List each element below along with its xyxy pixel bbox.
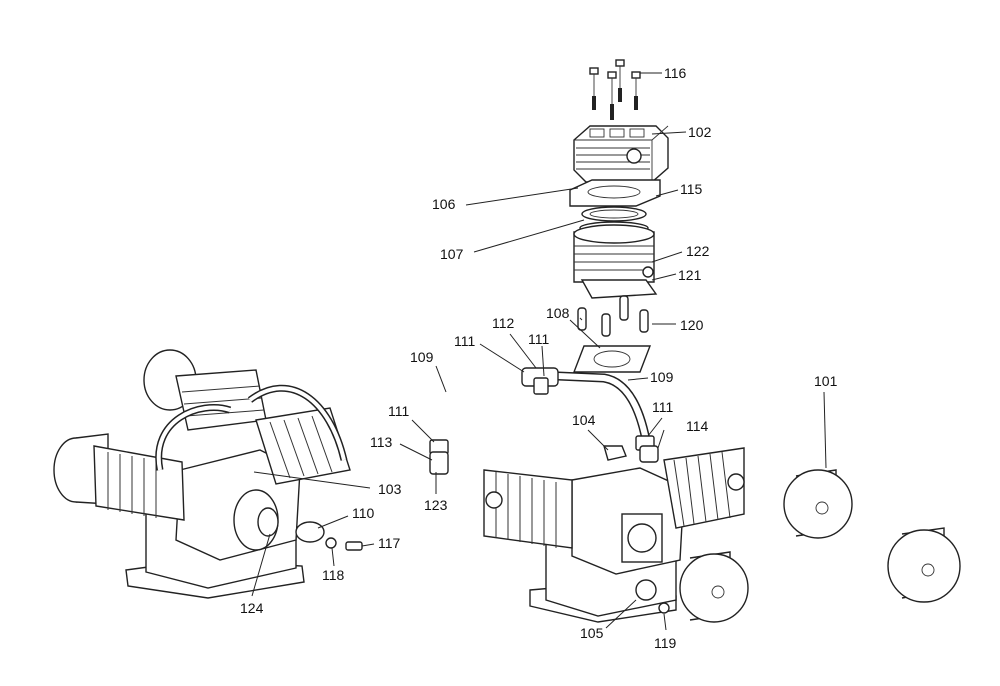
air-filter-101: [679, 469, 961, 623]
callout-labels: 116 102 106 115 107 122 121 108 120 112 …: [240, 65, 838, 651]
label-119: 119: [654, 635, 677, 651]
label-118: 118: [322, 567, 345, 583]
label-111-c: 111: [388, 403, 409, 419]
label-116: 116: [664, 65, 687, 81]
tube-109-left: [432, 373, 523, 449]
label-110: 110: [352, 505, 375, 521]
gasket-108: [572, 345, 652, 373]
label-123: 123: [424, 497, 448, 513]
leader-lines: [251, 72, 827, 631]
label-103: 103: [378, 481, 402, 497]
dowel-pins-120: [577, 295, 649, 337]
plug-119: [658, 602, 670, 614]
fitting-104: [603, 445, 627, 461]
label-102: 102: [688, 124, 712, 140]
tee-fitting-112: [521, 367, 559, 395]
elbow-113: [429, 451, 449, 475]
label-101: 101: [814, 373, 838, 389]
gasket-106: [569, 179, 661, 207]
label-120: 120: [680, 317, 704, 333]
label-106: 106: [432, 196, 456, 212]
label-109-a: 109: [410, 349, 434, 365]
plug-117: [345, 541, 363, 551]
center-pump-crankcase: [483, 447, 745, 623]
label-104: 104: [572, 412, 596, 428]
label-115: 115: [680, 181, 703, 197]
label-113: 113: [370, 434, 393, 450]
label-111-b: 111: [528, 331, 549, 347]
label-107: 107: [440, 246, 464, 262]
label-121: 121: [678, 267, 702, 283]
cylinder-122: [573, 224, 658, 299]
elbow-114: [639, 445, 659, 463]
label-111-d: 111: [652, 399, 673, 415]
label-124: 124: [240, 600, 264, 616]
cap-110: [295, 521, 325, 543]
tube-109-right: [557, 371, 651, 441]
label-122: 122: [686, 243, 710, 259]
bolts-116: [589, 59, 641, 120]
label-117: 117: [378, 535, 401, 551]
label-109-b: 109: [650, 369, 674, 385]
label-108: 108: [546, 305, 570, 321]
washer-118: [325, 537, 337, 549]
label-111-a: 111: [454, 333, 475, 349]
label-112: 112: [492, 315, 515, 331]
label-114: 114: [686, 418, 709, 434]
cylinder-head-102: [573, 125, 669, 183]
gasket-115: [581, 206, 647, 222]
label-105: 105: [580, 625, 604, 641]
left-assembled-pump: [53, 349, 351, 599]
